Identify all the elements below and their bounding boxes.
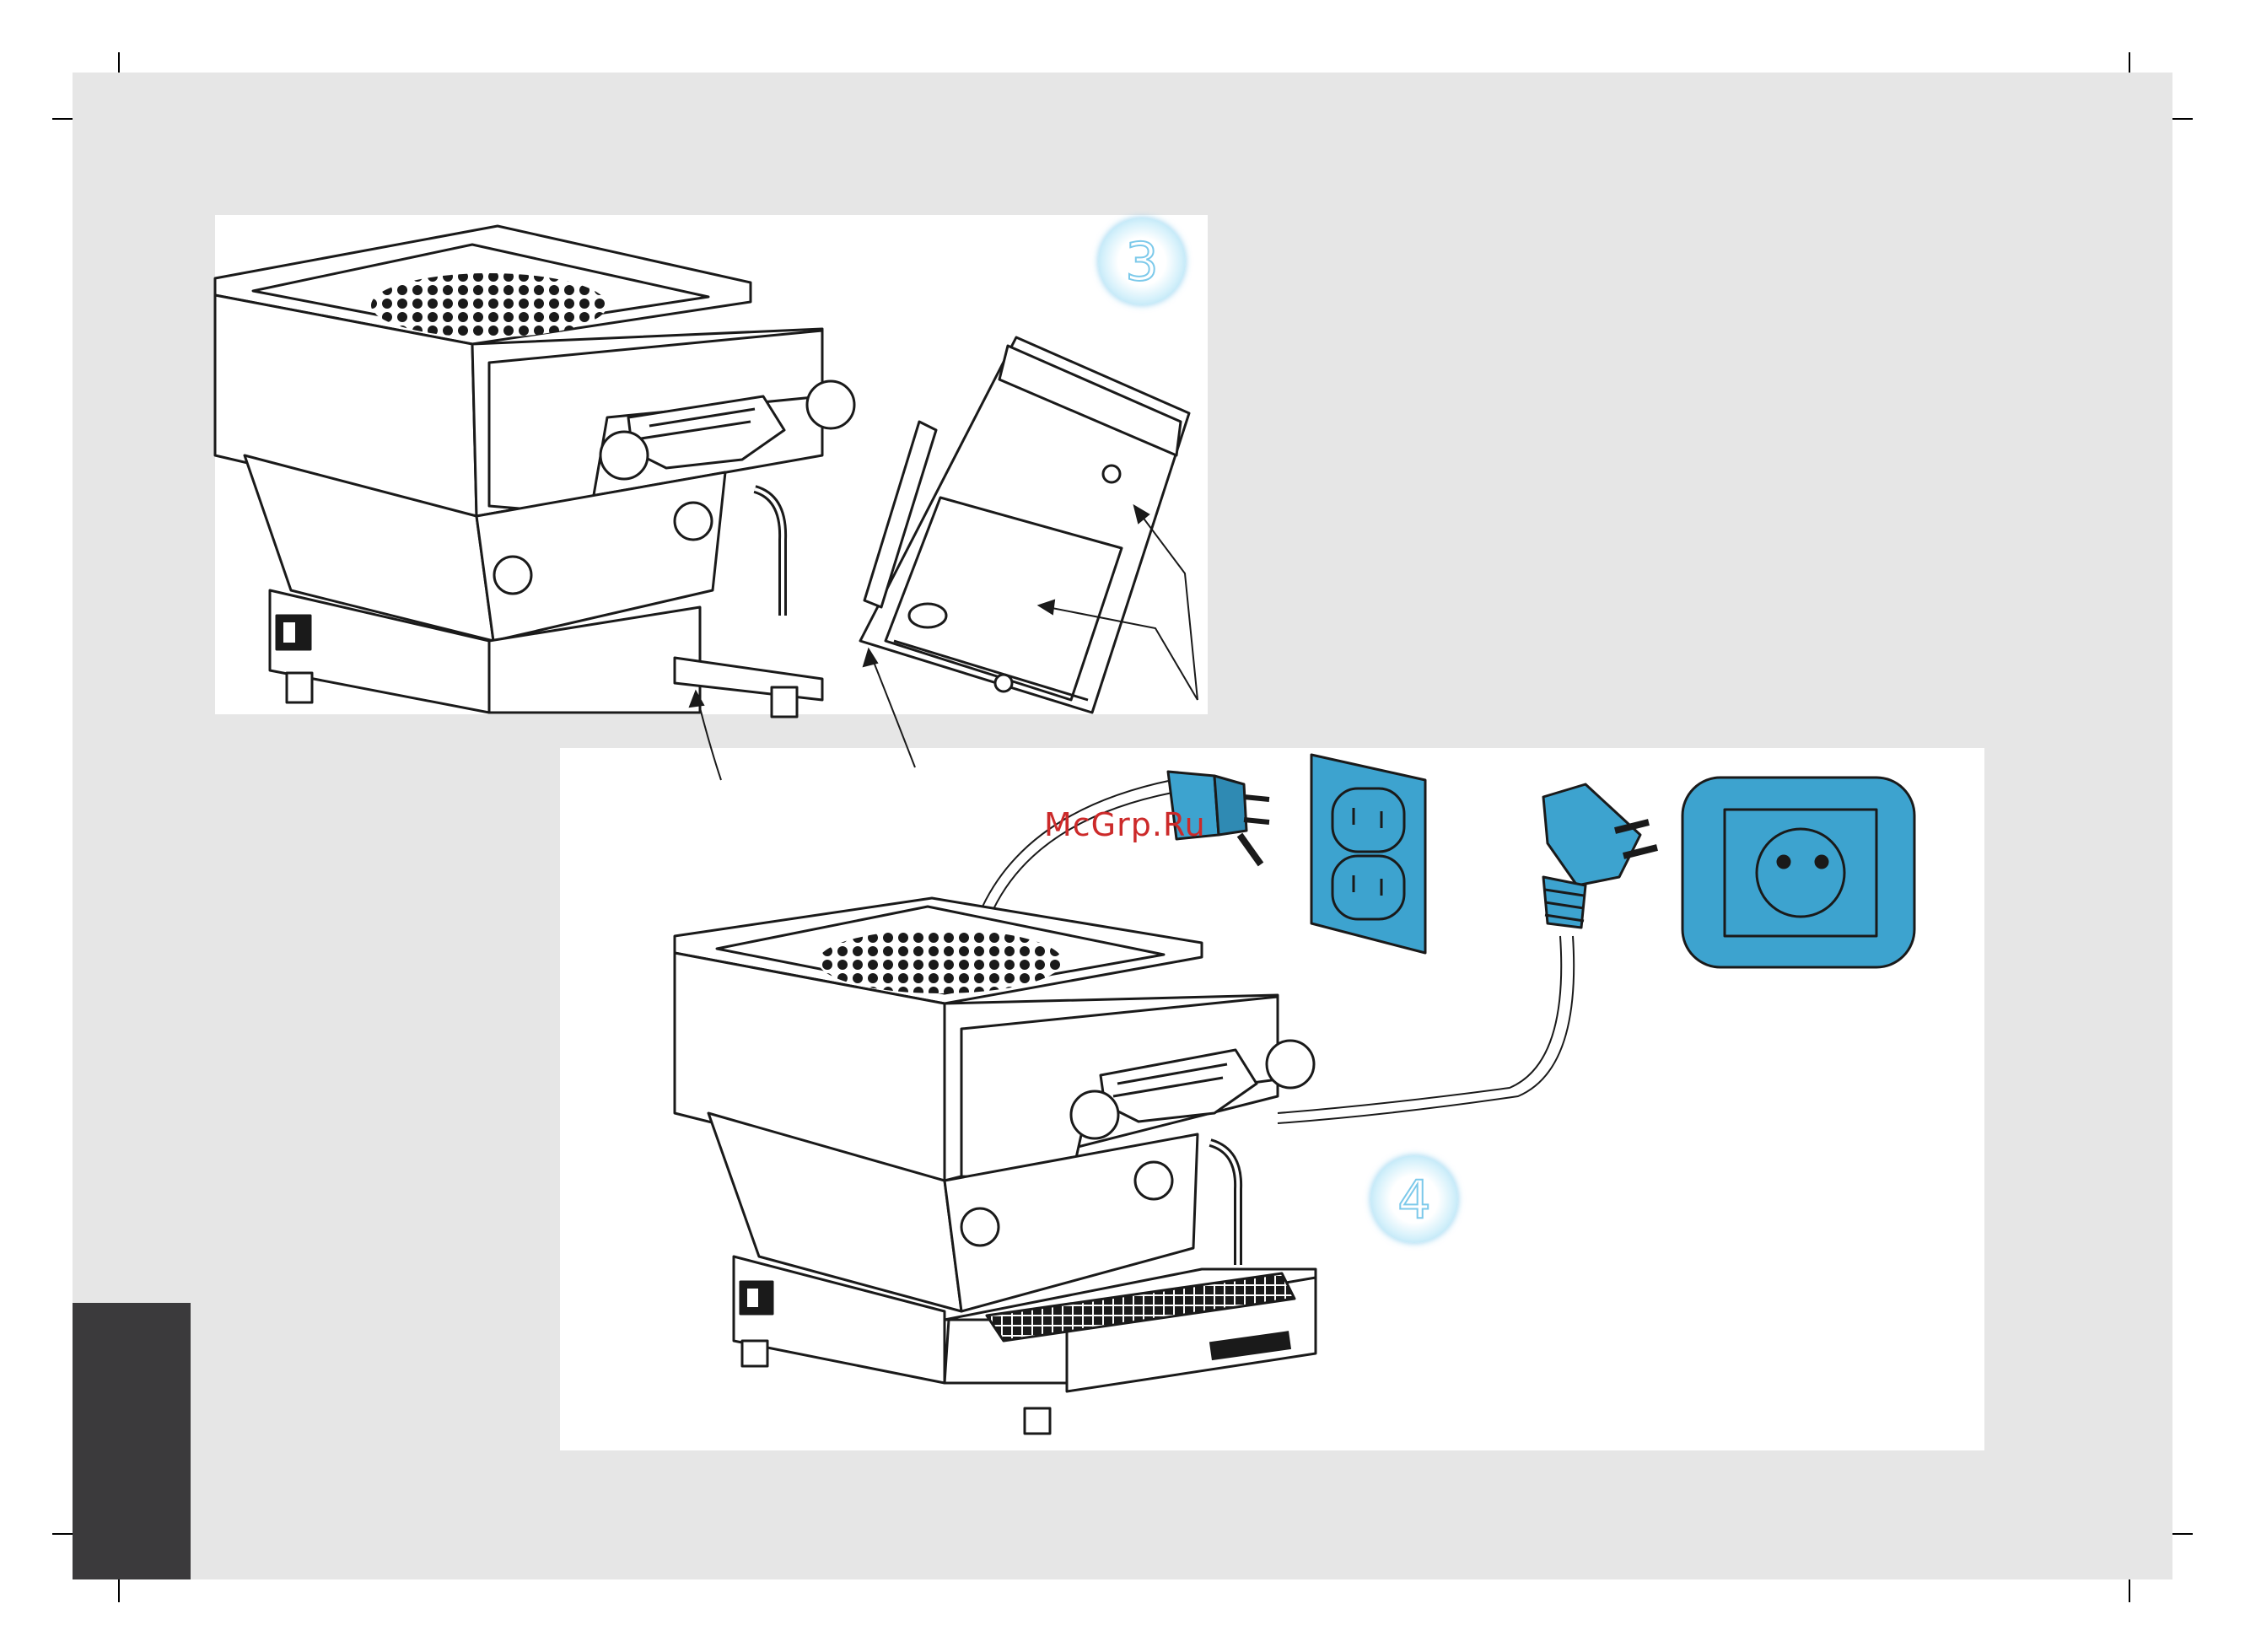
step-3-badge: 3: [1098, 218, 1186, 305]
watermark-text: McGrp.Ru: [1044, 806, 1206, 843]
eu-plug-icon: [1543, 784, 1657, 928]
us-outlet-icon: [1311, 755, 1425, 953]
eu-socket-icon: [1682, 778, 1914, 967]
machine-step4: [675, 898, 1316, 1434]
step-4-badge: 4: [1370, 1155, 1458, 1243]
machine-step3: [215, 226, 854, 717]
drip-tray-removed: [860, 337, 1189, 713]
